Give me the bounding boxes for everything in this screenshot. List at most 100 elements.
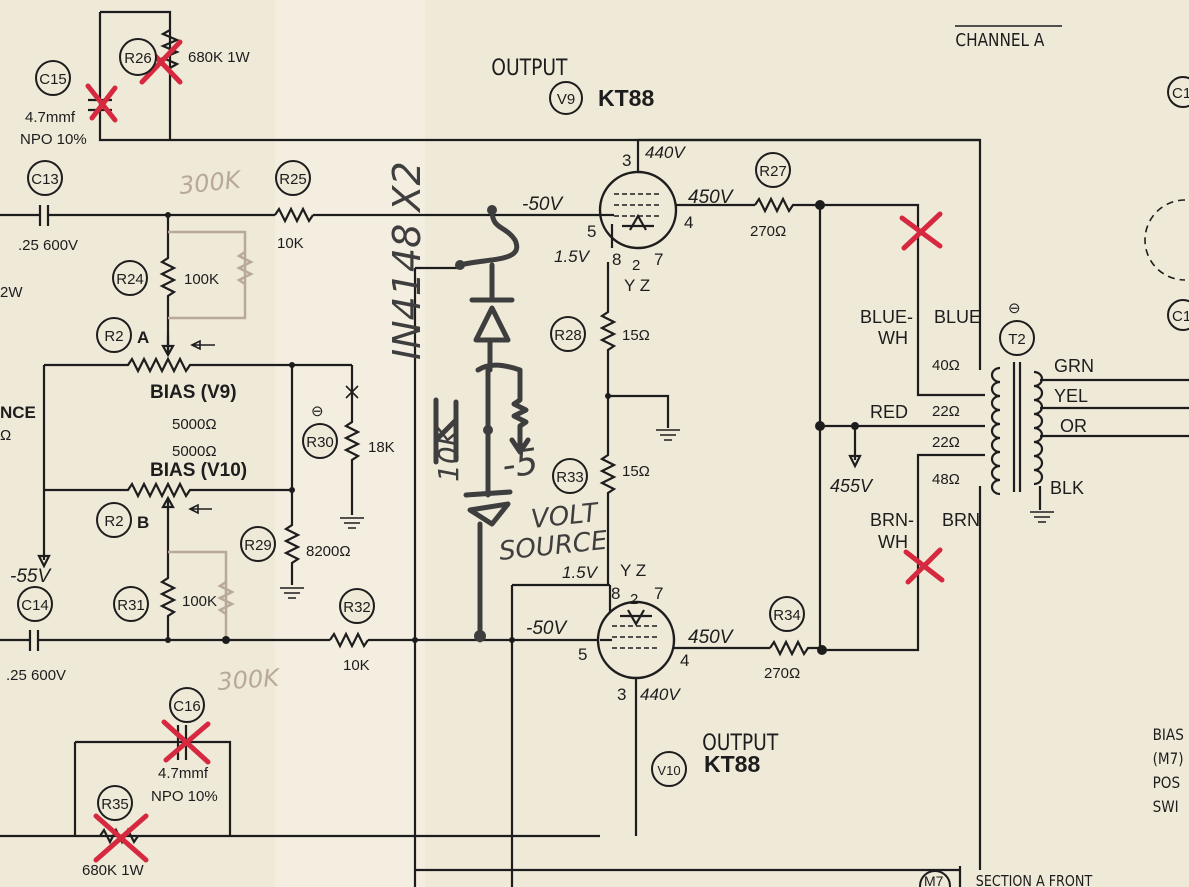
svg-text:BIAS: BIAS — [1153, 726, 1184, 744]
svg-text:10K: 10K — [343, 657, 370, 674]
svg-text:R31: R31 — [117, 597, 145, 614]
svg-text:1.5V: 1.5V — [554, 247, 591, 266]
svg-text:22Ω: 22Ω — [932, 403, 960, 420]
svg-text:R24: R24 — [116, 271, 144, 288]
svg-text:3: 3 — [617, 685, 626, 704]
svg-text:R25: R25 — [279, 171, 307, 188]
svg-text:GRN: GRN — [1054, 356, 1094, 376]
svg-text:270Ω: 270Ω — [750, 223, 786, 240]
svg-text:CHANNEL A: CHANNEL A — [955, 29, 1045, 51]
r31-resistor: R31 100K — [113, 520, 217, 640]
svg-text:(M7): (M7) — [1153, 750, 1184, 768]
channel-header: CHANNEL A — [955, 25, 1062, 51]
svg-text:M7: M7 — [924, 873, 944, 887]
r26-label: R26 680K 1W — [119, 38, 251, 76]
center-rails — [412, 266, 960, 887]
r25-label: R25 10K — [275, 160, 311, 252]
v10-tube — [596, 585, 770, 836]
svg-text:Ω: Ω — [0, 427, 11, 444]
svg-text:2: 2 — [630, 591, 638, 608]
svg-text:R29: R29 — [244, 537, 272, 554]
svg-text:455V: 455V — [830, 476, 874, 496]
svg-text:YEL: YEL — [1054, 386, 1088, 406]
svg-text:10K: 10K — [277, 235, 304, 252]
svg-text:R27: R27 — [759, 163, 787, 180]
output-transformer-primary: BLUE- WH BLUE RED BRN- WH BRN 40Ω 22Ω 22… — [638, 138, 985, 870]
c15-label: C15 4.7mmf NPO 10% — [20, 60, 87, 148]
svg-text:T2: T2 — [1008, 331, 1026, 348]
c14-label: C14 .25 600V — [6, 586, 66, 684]
svg-text:RED: RED — [870, 402, 908, 422]
svg-text:R26: R26 — [124, 50, 152, 67]
svg-text:POS: POS — [1153, 774, 1181, 792]
c13-label: C13 .25 600V — [18, 160, 78, 254]
svg-text:BLUE: BLUE — [934, 307, 981, 327]
svg-text:440V: 440V — [640, 685, 681, 704]
r2b-bias-pot: R2 B 5000Ω BIAS (V10) — [44, 443, 292, 538]
svg-text:BLK: BLK — [1050, 478, 1084, 498]
svg-text:A: A — [137, 328, 149, 347]
v9-tube — [598, 140, 755, 250]
r27-resistor: R27 270Ω — [750, 152, 820, 240]
feedback-network-bottom — [0, 719, 600, 863]
svg-text:15Ω: 15Ω — [622, 463, 650, 480]
svg-text:3: 3 — [622, 151, 631, 170]
svg-text:C14: C14 — [21, 597, 49, 614]
svg-text:⊖: ⊖ — [1008, 300, 1021, 317]
svg-text:1.5V: 1.5V — [562, 563, 599, 582]
svg-text:OR: OR — [1060, 416, 1087, 436]
svg-text:4: 4 — [680, 651, 689, 670]
svg-text:IN4148 X2: IN4148 X2 — [385, 161, 429, 360]
svg-text:.25 600V: .25 600V — [6, 667, 66, 684]
svg-text:7: 7 — [654, 250, 663, 269]
r35-label: R35 680K 1W — [82, 785, 145, 879]
svg-text:8200Ω: 8200Ω — [306, 543, 351, 560]
svg-text:-50V: -50V — [522, 194, 564, 215]
svg-text:680K 1W: 680K 1W — [188, 49, 251, 66]
screen-bus: 455V — [815, 200, 985, 655]
svg-text:100K: 100K — [182, 593, 217, 610]
svg-text:NPO 10%: NPO 10% — [20, 131, 87, 148]
svg-text:BRN: BRN — [942, 510, 980, 530]
svg-text:R33: R33 — [556, 469, 584, 486]
svg-text:-55V: -55V — [10, 566, 52, 587]
r2a-bias-pot: R2 A BIAS (V9) 5000Ω — [44, 317, 352, 433]
pencil-mod-top: 300K — [168, 165, 254, 320]
svg-text:OUTPUT: OUTPUT — [702, 730, 779, 756]
svg-text:270Ω: 270Ω — [764, 665, 800, 682]
svg-text:.25 600V: .25 600V — [18, 237, 78, 254]
svg-text:10K: 10K — [432, 425, 465, 482]
svg-text:V9: V9 — [557, 91, 575, 108]
svg-text:R2: R2 — [104, 513, 123, 530]
svg-text:5000Ω: 5000Ω — [172, 443, 217, 460]
svg-text:R30: R30 — [306, 434, 334, 451]
svg-text:22Ω: 22Ω — [932, 434, 960, 451]
svg-text:BRN-: BRN- — [870, 510, 914, 530]
svg-text:R32: R32 — [343, 599, 371, 616]
svg-text:NCE: NCE — [0, 403, 36, 422]
c16-label: C16 4.7mmf NPO 10% — [151, 687, 218, 805]
svg-text:2: 2 — [632, 257, 640, 274]
svg-text:18K: 18K — [368, 439, 395, 456]
svg-text:R2: R2 — [104, 328, 123, 345]
svg-text:40Ω: 40Ω — [932, 357, 960, 374]
svg-text:Y Z: Y Z — [624, 276, 650, 295]
svg-text:R28: R28 — [554, 327, 582, 344]
svg-text:R35: R35 — [101, 796, 129, 813]
svg-text:OUTPUT: OUTPUT — [491, 55, 568, 81]
svg-text:300K: 300K — [216, 664, 282, 696]
svg-text:KT88: KT88 — [598, 85, 654, 111]
bias-bus: -55V — [10, 362, 295, 587]
svg-text:450V: 450V — [688, 627, 735, 648]
svg-text:4.7mmf: 4.7mmf — [25, 109, 76, 126]
svg-text:C1: C1 — [1172, 308, 1189, 325]
svg-text:C1: C1 — [1172, 85, 1189, 102]
svg-text:15Ω: 15Ω — [622, 327, 650, 344]
svg-text:8: 8 — [611, 584, 620, 603]
cathode-resistors: R28 15Ω R33 15Ω — [550, 262, 680, 585]
v9-grid-line — [0, 205, 600, 226]
r24-resistor: R24 100K — [112, 215, 219, 350]
r32-label: R32 10K — [339, 588, 375, 674]
svg-text:48Ω: 48Ω — [932, 471, 960, 488]
